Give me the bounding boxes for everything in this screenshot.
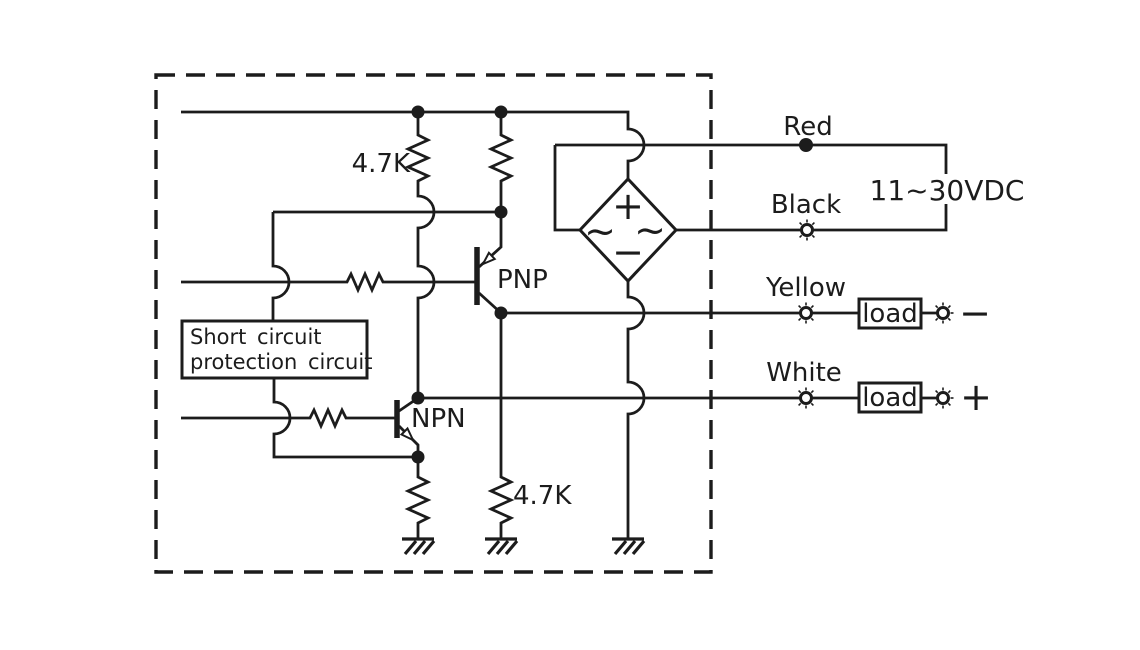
polarity-positive-mark: + bbox=[960, 375, 992, 419]
top-rail-wire bbox=[181, 110, 646, 179]
npn-label: NPN bbox=[411, 404, 466, 434]
bridge-rectifier: + − ~ ~ bbox=[577, 176, 679, 284]
bridge-ac-mark-right: ~ bbox=[634, 208, 666, 252]
load-box-yellow bbox=[857, 297, 923, 330]
bridge-ac-mark-left: ~ bbox=[584, 209, 616, 253]
junction-dot bbox=[411, 450, 425, 464]
bridge-ground-branch bbox=[626, 281, 646, 539]
pnp-transistor bbox=[474, 212, 503, 315]
terminal-red bbox=[799, 138, 813, 152]
resistor-label-bottom: 4.7K bbox=[513, 481, 572, 511]
load-box-white bbox=[857, 381, 923, 414]
sensor-enclosure-dashed-border bbox=[154, 73, 713, 574]
pnp-label: PNP bbox=[497, 265, 548, 295]
junction-dot bbox=[411, 105, 425, 119]
label-black-wire: Black bbox=[771, 190, 841, 220]
junction-dot bbox=[494, 105, 508, 119]
bridge-minus-mark: − bbox=[612, 230, 644, 274]
resistor-pullup-branch bbox=[487, 112, 515, 212]
protection-box-outline bbox=[180, 319, 369, 380]
load-label-yellow: load bbox=[862, 299, 918, 329]
label-white-wire: White bbox=[766, 358, 842, 388]
load-label-white: load bbox=[862, 383, 918, 413]
resistor-4k7-bottom-branch bbox=[487, 313, 515, 539]
label-yellow-wire: Yellow bbox=[765, 273, 846, 303]
protection-box-label-line1: Short circuit bbox=[190, 325, 322, 349]
ground-symbol bbox=[400, 537, 436, 556]
npn-emitter-arrow-icon bbox=[399, 426, 416, 443]
pnp-emitter-arrow-icon bbox=[480, 251, 497, 267]
ground-symbol bbox=[483, 537, 519, 556]
label-red-wire: Red bbox=[783, 112, 832, 142]
junction-dot bbox=[411, 391, 425, 405]
supply-label-backing bbox=[884, 174, 1011, 204]
pnp-base-wire bbox=[181, 270, 475, 294]
npn-emitter-resistor-branch bbox=[404, 457, 432, 539]
junction-dot bbox=[494, 205, 508, 219]
protection-circuit-box: Short circuit protection circuit bbox=[180, 319, 372, 380]
npn-base-wire bbox=[181, 406, 395, 430]
protection-box-lower-link bbox=[272, 378, 418, 459]
resistor-4k7-top-branch bbox=[404, 112, 436, 398]
protection-box-upper-link bbox=[271, 212, 291, 321]
junction-dot bbox=[494, 306, 508, 320]
protection-box-label-line2: protection circuit bbox=[190, 350, 372, 374]
polarity-negative-mark: − bbox=[959, 291, 991, 335]
bridge-ac-left-stub bbox=[553, 145, 580, 232]
resistor-label-top: 4.7K bbox=[352, 149, 411, 179]
ground-symbol bbox=[610, 537, 646, 556]
bridge-plus-mark: + bbox=[612, 184, 644, 228]
supply-voltage-label: 11~30VDC bbox=[870, 174, 1025, 207]
